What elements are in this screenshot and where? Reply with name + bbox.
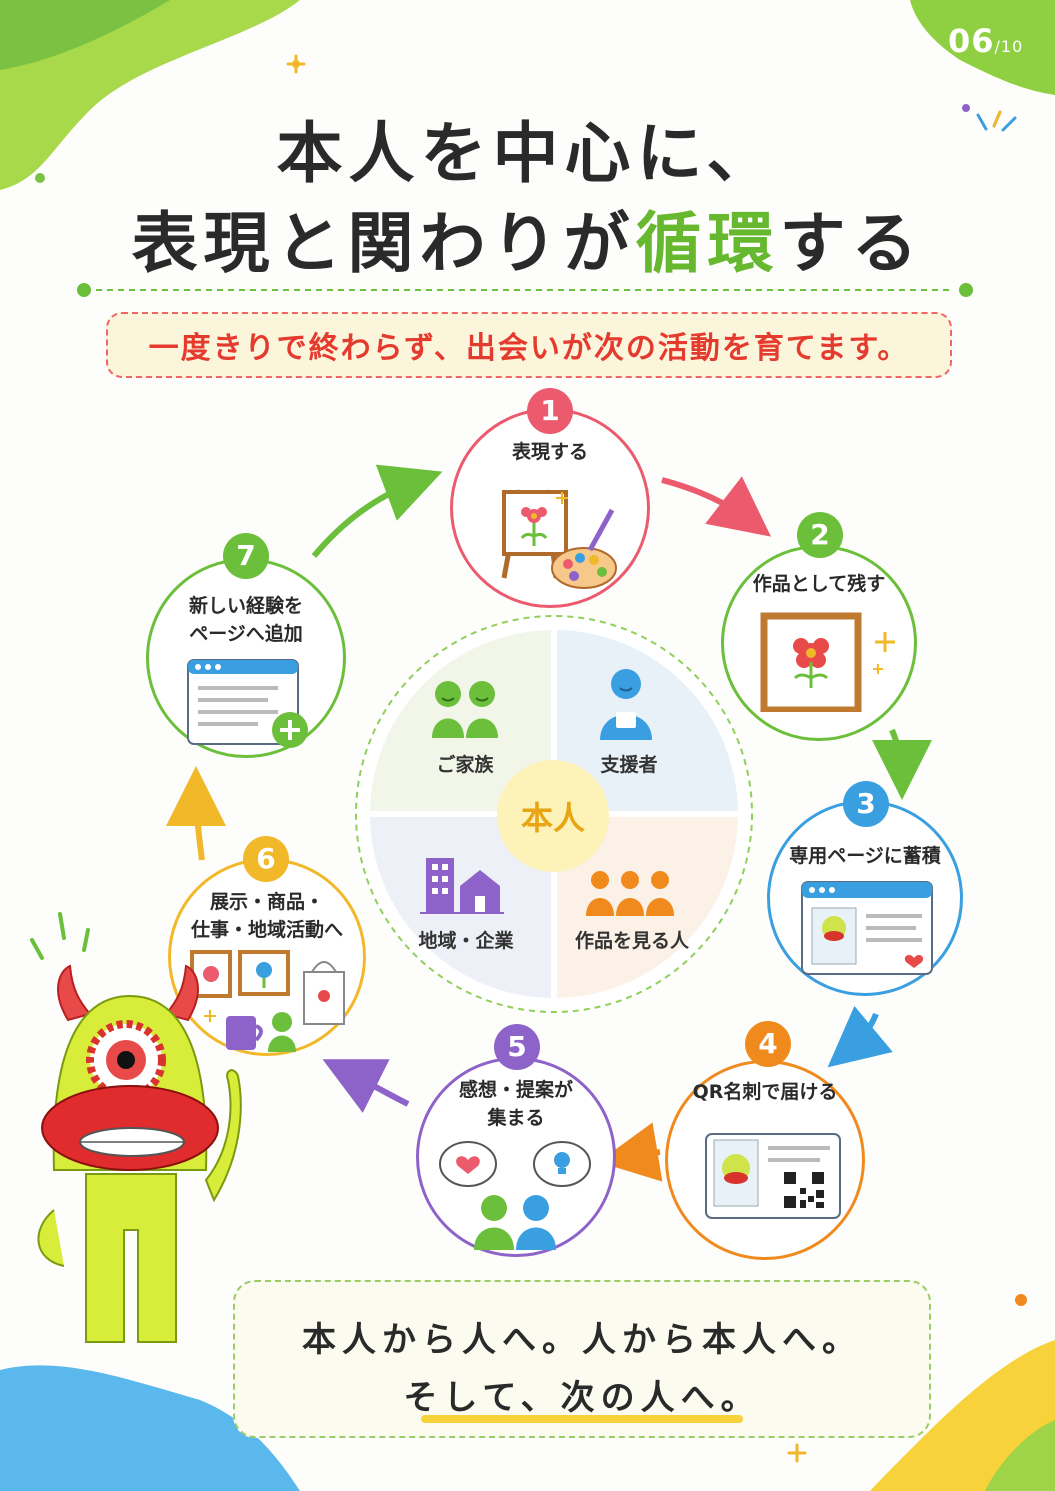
step-1-number: 1 bbox=[527, 388, 573, 434]
audience-icon bbox=[586, 871, 674, 916]
page-number-current: 06 bbox=[948, 22, 995, 60]
quadrant-label-family: ご家族 bbox=[436, 754, 494, 776]
step-5-label-line2: 集まる bbox=[487, 1107, 545, 1129]
step-6-label: 展示・商品・ 仕事・地域活動へ bbox=[178, 888, 356, 944]
easel-palette-icon bbox=[501, 489, 617, 589]
quadrant-label-community: 地域・企業 bbox=[418, 930, 514, 952]
step-2-label: 作品として残す bbox=[752, 573, 886, 595]
title-line2-part-b: する bbox=[779, 205, 924, 282]
closing-line-2: そして、次の人へ。 bbox=[403, 1378, 761, 1418]
step-5-label-line1: 感想・提案が bbox=[458, 1079, 573, 1101]
subtitle-text: 一度きりで終わらず、出会いが次の活動を育てます。 bbox=[148, 331, 910, 366]
closing-underline bbox=[421, 1415, 743, 1423]
family-icon bbox=[432, 681, 498, 738]
framed-flower-icon bbox=[760, 612, 895, 712]
page-title-line2: 表現と関わりが循環する bbox=[0, 190, 1055, 286]
core-person: 本人 bbox=[497, 760, 609, 872]
page-number: 06/10 bbox=[948, 22, 1023, 60]
quadrant-label-audience: 作品を見る人 bbox=[574, 930, 689, 952]
step-6-label-line2: 仕事・地域活動へ bbox=[190, 919, 343, 941]
step-2-number: 2 bbox=[797, 512, 843, 558]
feedback-people-icon bbox=[439, 1141, 591, 1250]
step-4-number: 4 bbox=[745, 1021, 791, 1067]
core-label: 本人 bbox=[520, 799, 585, 837]
step-7-label-line2: ページへ追加 bbox=[189, 623, 303, 645]
step-3-label: 専用ページに蓄積 bbox=[789, 845, 941, 867]
step-7-label: 新しい経験を ページへ追加 bbox=[166, 592, 326, 648]
step-3-number: 3 bbox=[843, 781, 889, 827]
community-business-icon bbox=[420, 858, 504, 914]
step-6-label-line1: 展示・商品・ bbox=[209, 891, 324, 913]
step-5-label: 感想・提案が 集まる bbox=[436, 1076, 596, 1132]
qr-business-card-icon bbox=[705, 1133, 841, 1219]
page-title-line1: 本人を中心に、 bbox=[276, 115, 779, 192]
step-1-label: 表現する bbox=[511, 441, 588, 463]
supporter-icon bbox=[600, 669, 652, 740]
step-4-label: QR名刺で届ける bbox=[692, 1081, 838, 1103]
title-line2-part-a: 表現と関わりが bbox=[131, 205, 636, 282]
mascot-character bbox=[30, 912, 242, 1343]
title-divider bbox=[77, 283, 973, 297]
quadrant-label-supporter: 支援者 bbox=[600, 754, 658, 776]
step-7-number: 7 bbox=[223, 533, 269, 579]
closing-line-1: 本人から人へ。人から本人へ。 bbox=[302, 1320, 862, 1360]
exhibition-goods-icon bbox=[190, 950, 345, 1052]
step-7-label-line1: 新しい経験を bbox=[188, 595, 303, 617]
step-6-number: 6 bbox=[243, 836, 289, 882]
add-page-icon bbox=[187, 659, 308, 748]
web-page-icon bbox=[801, 881, 933, 975]
subtitle-banner: 一度きりで終わらず、出会いが次の活動を育てます。 bbox=[106, 312, 952, 378]
closing-message-box: 本人から人へ。人から本人へ。 そして、次の人へ。 bbox=[233, 1280, 931, 1438]
page-number-total: /10 bbox=[994, 37, 1024, 56]
step-5-number: 5 bbox=[494, 1024, 540, 1070]
title-highlight: 循環 bbox=[635, 205, 780, 282]
